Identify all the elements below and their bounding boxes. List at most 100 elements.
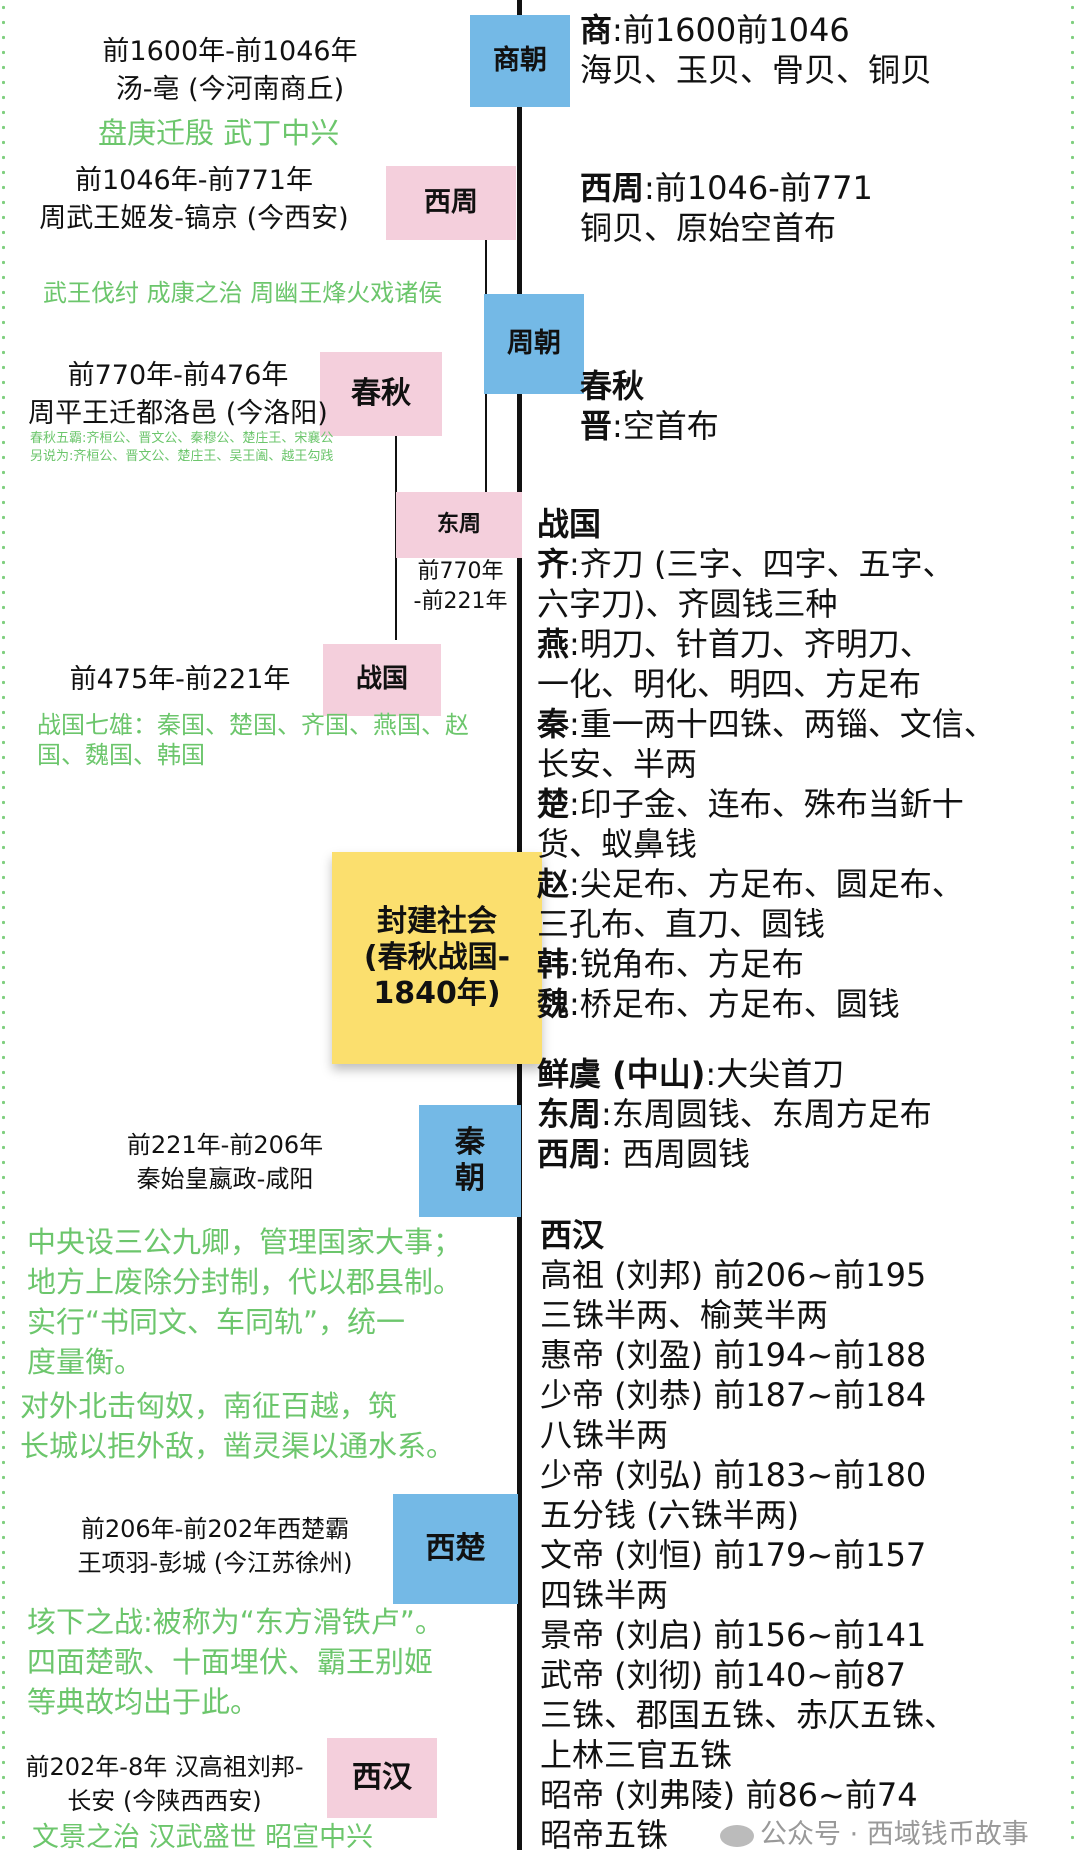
- currency-line: 武帝 (刘彻) 前140~前87: [540, 1655, 956, 1695]
- currency-line: 楚:印子金、连布、殊布当釿十: [537, 784, 996, 824]
- currency-text: 三铢、郡国五铢、赤仄五铢、: [540, 1696, 957, 1734]
- xizhou-left-text: 前1046年-前771年 周武王姬发-镐京 (今西安): [5, 162, 383, 238]
- currency-text: 景帝 (刘启) 前156~前141: [540, 1616, 927, 1654]
- xizhou-box: 西周: [386, 166, 516, 240]
- qin-green-text-1: 中央设三公九卿，管理国家大事； 地方上废除分封制，代以郡县制。 实行“书同文、车…: [27, 1222, 462, 1382]
- qin-dates: 前221年-前206年: [126, 1131, 324, 1159]
- currency-line: 西汉: [540, 1215, 956, 1255]
- state-name: 春秋: [580, 367, 645, 405]
- currency-line: 西周:前1046-前771: [580, 168, 873, 208]
- currency-text: :齐刀 (三字、四字、五字、: [569, 545, 955, 583]
- xizhou-capital: 周武王姬发-镐京 (今西安): [39, 203, 349, 234]
- seven-states-line-1: 战国七雄：秦国、楚国、齐国、燕国、赵: [37, 711, 469, 739]
- state-name: 赵: [537, 865, 570, 903]
- currency-line: 长安、半两: [537, 744, 996, 784]
- currency-text: :东周圆钱、东周方足布: [601, 1095, 932, 1133]
- qin-policy-line-1: 中央设三公九卿，管理国家大事；: [27, 1225, 463, 1259]
- currency-line: 燕:明刀、针首刀、齐明刀、: [537, 624, 996, 664]
- currency-text: 少帝 (刘恭) 前187~前184: [540, 1376, 927, 1414]
- currency-text: :桥足布、方足布、圆钱: [569, 985, 900, 1023]
- currency-line: 四铢半两: [540, 1575, 956, 1615]
- currency-text: :空首布: [612, 407, 719, 445]
- five-hegemons-line-1: 春秋五霸:齐桓公、晋文公、秦穆公、楚庄王、宋襄公: [30, 431, 334, 446]
- state-name: 西周: [537, 1135, 602, 1173]
- currency-text: :大尖首刀: [705, 1055, 845, 1093]
- currency-text: 高祖 (刘邦) 前206~前195: [540, 1256, 927, 1294]
- currency-line: 三铢、郡国五铢、赤仄五铢、: [540, 1695, 956, 1735]
- currency-text: 六字刀)、齐圆钱三种: [537, 585, 838, 623]
- zhou-box: 周朝: [484, 294, 584, 394]
- xichu-dates: 前206年-前202年西楚霸: [80, 1515, 350, 1543]
- shang-dates: 前1600年-前1046年: [102, 36, 358, 67]
- dongzhou-date-1: 前770年: [417, 559, 504, 584]
- shang-capital: 汤-亳 (今河南商丘): [115, 74, 345, 105]
- currency-text: 海贝、玉贝、骨贝、铜贝: [580, 51, 933, 89]
- currency-text: 货、蚁鼻钱: [537, 825, 698, 863]
- xichu-box: 西楚: [393, 1494, 518, 1604]
- currency-text: 上林三官五铢: [540, 1736, 733, 1774]
- state-name: 西周: [580, 169, 645, 207]
- xichu-capital: 王项羽-彭城 (今江苏徐州): [77, 1549, 353, 1577]
- shang-green-text: 盘庚迁殷 武丁中兴: [98, 116, 340, 150]
- feudal-line-3: 1840年): [373, 976, 501, 1011]
- xihan-box: 西汉: [327, 1738, 437, 1818]
- currency-line: 少帝 (刘弘) 前183~前180: [540, 1455, 956, 1495]
- currency-line: 西周: 西周圆钱: [537, 1134, 932, 1174]
- currency-line: 海贝、玉贝、骨贝、铜贝: [580, 50, 932, 90]
- currency-line: 春秋: [580, 366, 719, 406]
- xihan-capital: 长安 (今陕西西安): [67, 1787, 262, 1815]
- currency-line: 韩:锐角布、方足布: [537, 944, 996, 984]
- zhanguo-box: 战国: [323, 644, 441, 716]
- qin-policy-line-3: 实行“书同文、车同轨”，统一: [27, 1305, 406, 1339]
- currency-text: 长安、半两: [537, 745, 698, 783]
- currency-text: :前1600前1046: [612, 11, 850, 49]
- chunqiu-box: 春秋: [320, 352, 442, 436]
- currency-line: 三铢半两、榆荚半两: [540, 1295, 956, 1335]
- xihan-dates: 前202年-8年 汉高祖刘邦-: [25, 1753, 304, 1781]
- currency-text: 三孔布、直刀、圆钱: [537, 905, 826, 943]
- currency-line: 八铢半两: [540, 1415, 956, 1455]
- currency-line: 赵:尖足布、方足布、圆足布、: [537, 864, 996, 904]
- currency-text: :前1046-前771: [644, 169, 873, 207]
- state-name: 商: [580, 11, 613, 49]
- zhanguo-seven-states: 战国七雄：秦国、楚国、齐国、燕国、赵 国、魏国、韩国: [37, 710, 469, 770]
- zhanguo-left-text: 前475年-前221年: [69, 664, 291, 695]
- currency-line: 惠帝 (刘盈) 前194~前188: [540, 1335, 956, 1375]
- xihan-green-text: 文景之治 汉武盛世 昭宣中兴: [32, 1822, 374, 1853]
- state-name: 韩: [537, 945, 570, 983]
- currency-line: 昭帝 (刘弗陵) 前86~前74: [540, 1775, 956, 1815]
- qin-box-line-1: 秦: [455, 1125, 485, 1160]
- seven-states-line-2: 国、魏国、韩国: [37, 741, 205, 769]
- shang-box: 商朝: [470, 15, 570, 107]
- chunqiu-currency: 春秋晋:空首布: [580, 366, 719, 446]
- state-name: 秦: [537, 705, 570, 743]
- xizhou-dates: 前1046年-前771年: [75, 165, 313, 196]
- currency-text: 八铢半两: [540, 1416, 669, 1454]
- currency-text: 三铢半两、榆荚半两: [540, 1296, 829, 1334]
- currency-text: :印子金、连布、殊布当釿十: [569, 785, 964, 823]
- currency-text: 少帝 (刘弘) 前183~前180: [540, 1456, 927, 1494]
- currency-line: 东周:东周圆钱、东周方足布: [537, 1094, 932, 1134]
- qin-box-line-2: 朝: [455, 1161, 485, 1196]
- currency-line: 高祖 (刘邦) 前206~前195: [540, 1255, 956, 1295]
- chunqiu-capital: 周平王迁都洛邑 (今洛阳): [28, 398, 328, 429]
- feudal-line-1: 封建社会: [377, 904, 497, 939]
- xizhou-green-text: 武王伐纣 成康之治 周幽王烽火戏诸侯: [43, 279, 443, 307]
- chunqiu-five-hegemons: 春秋五霸:齐桓公、晋文公、秦穆公、楚庄王、宋襄公 另说为:齐桓公、晋文公、楚庄王…: [30, 430, 333, 466]
- currency-text: :重一两十四铢、两锱、文信、: [569, 705, 996, 743]
- currency-line: 景帝 (刘启) 前156~前141: [540, 1615, 956, 1655]
- chunqiu-dates: 前770年-前476年: [67, 360, 289, 391]
- currency-line: 文帝 (刘恒) 前179~前157: [540, 1535, 956, 1575]
- left-dotted-border: [2, 0, 5, 1850]
- currency-line: 魏:桥足布、方足布、圆钱: [537, 984, 996, 1024]
- xihan-left-text: 前202年-8年 汉高祖刘邦- 长安 (今陕西西安): [2, 1750, 327, 1818]
- feudal-society-box: 封建社会 (春秋战国- 1840年): [332, 852, 542, 1064]
- currency-text: 文帝 (刘恒) 前179~前157: [540, 1536, 927, 1574]
- watermark: 公众号 · 西域钱币故事: [720, 1812, 1029, 1851]
- currency-text: 昭帝五铢: [540, 1816, 669, 1854]
- currency-line: 铜贝、原始空首布: [580, 208, 873, 248]
- five-hegemons-line-2: 另说为:齐桓公、晋文公、楚庄王、吴王阖、越王勾践: [30, 449, 334, 464]
- state-name: 西汉: [540, 1216, 605, 1254]
- xichu-green-text: 垓下之战:被称为“东方滑铁卢”。 四面楚歌、十面埋伏、霸王别姬 等典故均出于此。: [27, 1602, 444, 1722]
- feudal-line-2: (春秋战国-: [363, 940, 511, 975]
